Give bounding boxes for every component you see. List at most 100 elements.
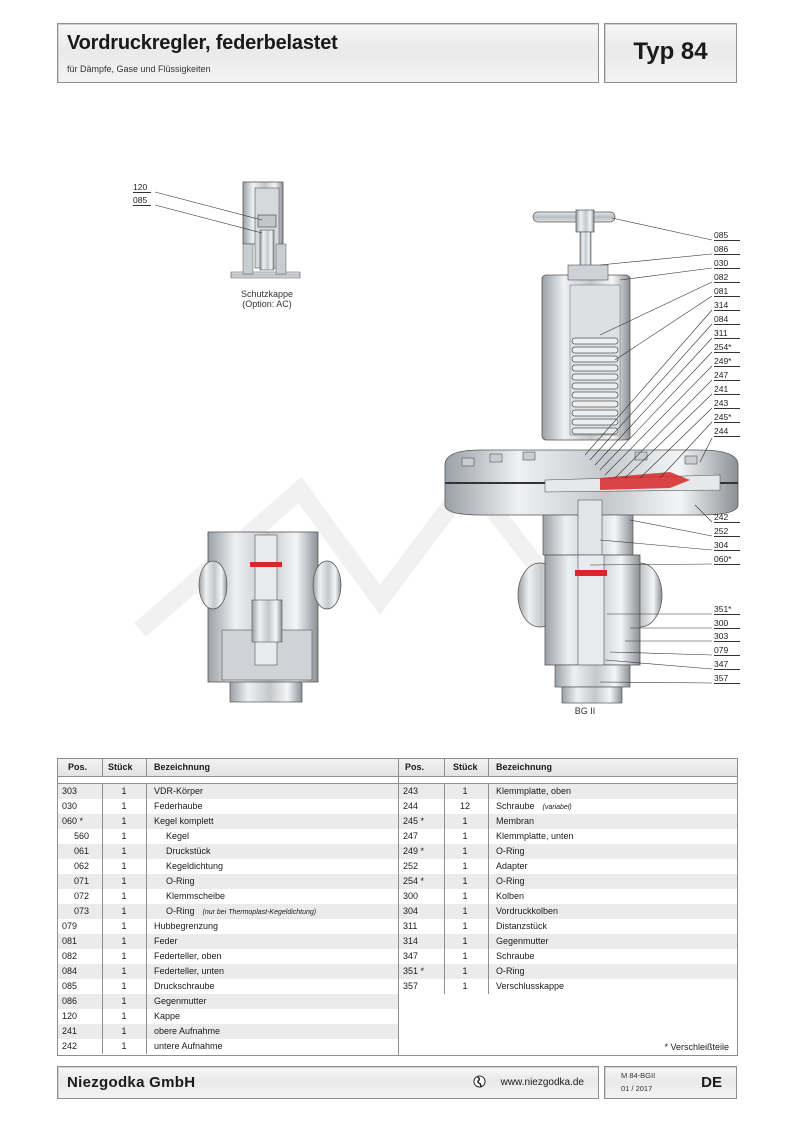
cell-pos: 062 [74, 861, 90, 871]
desc-text: O-Ring [166, 876, 195, 886]
website-link[interactable]: www.niezgodka.de [500, 1077, 584, 1088]
cell-qty: 1 [462, 846, 468, 856]
cell-desc: O-Ring [496, 964, 525, 979]
cell-qty: 1 [121, 921, 127, 931]
callout-label: 314 [714, 300, 740, 311]
cell-qty: 1 [462, 876, 468, 886]
callout-label: 082 [714, 272, 740, 283]
cell-qty: 1 [462, 906, 468, 916]
desc-note: (nur bei Thermoplast-Kegeldichtung) [202, 909, 317, 916]
header-pos-2: Pos. [405, 762, 425, 772]
callout-label: 244 [714, 426, 740, 437]
col-sep [102, 784, 103, 1054]
callout-label: 085 [133, 195, 152, 206]
callout-label: 079 [714, 645, 740, 656]
cell-qty: 1 [121, 786, 127, 796]
desc-text: Federteller, unten [154, 966, 225, 976]
document-date: 01 / 2017 [621, 1084, 653, 1093]
cell-desc: Hubbegrenzung [154, 919, 218, 934]
cell-pos: 252 [403, 861, 419, 871]
cell-desc: Membran [496, 814, 534, 829]
col-sep [146, 784, 147, 1054]
cell-desc: Federhaube [154, 799, 203, 814]
cell-qty: 1 [462, 951, 468, 961]
cell-pos: 085 [62, 981, 78, 991]
parts-table: Pos. Stück Bezeichnung Pos. Stück Bezeic… [57, 758, 738, 1056]
callout-label: 086 [714, 244, 740, 255]
company-name: Niezgodka GmbH [67, 1074, 196, 1091]
seal-highlight [575, 570, 607, 576]
cell-desc: Kegel komplett [154, 814, 214, 829]
desc-text: Druckschraube [154, 981, 215, 991]
cell-pos: 243 [403, 786, 419, 796]
cell-qty: 1 [121, 1041, 127, 1051]
desc-text: Gegenmutter [154, 996, 207, 1006]
desc-text: Vordruckkolben [496, 906, 559, 916]
footer-box: Niezgodka GmbH www.niezgodka.de [57, 1066, 599, 1099]
desc-text: Kegel komplett [154, 816, 214, 826]
cell-pos: 247 [403, 831, 419, 841]
cell-desc: Vordruckkolben [496, 904, 558, 919]
cell-pos: 061 [74, 846, 90, 856]
callout-label: 311 [714, 328, 740, 339]
col-sep [398, 759, 399, 1055]
cell-qty: 1 [121, 801, 127, 811]
callout-label: 085 [714, 230, 740, 241]
cell-desc: Verschlusskappe [496, 979, 564, 994]
cell-desc: Druckstück [154, 844, 211, 859]
table-row: 254 * 1 O-Ring [399, 874, 737, 889]
cell-pos: 311 [403, 921, 418, 931]
callout-label: 060* [714, 554, 740, 565]
cell-desc: untere Aufnahme [154, 1039, 223, 1054]
table-divider [58, 783, 737, 784]
cell-pos: 244 [403, 801, 419, 811]
header-qty-2: Stück [453, 762, 478, 772]
cell-qty: 1 [462, 966, 468, 976]
cell-desc: Federteller, oben [154, 949, 222, 964]
desc-text: Druckstück [166, 846, 211, 856]
cell-desc: Kegeldichtung [154, 859, 223, 874]
cell-qty: 1 [462, 891, 468, 901]
desc-text: Klemmplatte, unten [496, 831, 574, 841]
cell-qty: 1 [121, 846, 127, 856]
desc-text: Schraube [496, 801, 535, 811]
cell-desc: obere Aufnahme [154, 1024, 220, 1039]
cell-pos: 073 [74, 906, 90, 916]
col-sep [102, 759, 103, 776]
cell-desc: Federteller, unten [154, 964, 224, 979]
desc-text: Federteller, oben [154, 951, 222, 961]
cap-caption: Schutzkappe (Option: AC) [222, 289, 312, 309]
cell-qty: 1 [121, 906, 127, 916]
col-sep [444, 784, 445, 994]
callout-label: 030 [714, 258, 740, 269]
callout-label: 254* [714, 342, 740, 353]
desc-text: Klemmscheibe [166, 891, 226, 901]
desc-text: Feder [154, 936, 178, 946]
cell-qty: 1 [462, 816, 468, 826]
cell-pos: 245 * [403, 816, 425, 826]
header-qty: Stück [108, 762, 133, 772]
callout-label: 300 [714, 618, 740, 629]
cell-qty: 1 [121, 876, 127, 886]
membrane-highlight [600, 472, 690, 490]
header-desc: Bezeichnung [154, 762, 211, 772]
cell-qty: 1 [462, 981, 468, 991]
cell-desc: O-Ring [496, 874, 525, 889]
cell-pos: 303 [62, 786, 78, 796]
cell-pos: 300 [403, 891, 419, 901]
wear-parts-note: * Verschleißteile [664, 1042, 729, 1052]
cell-desc: Schraube [496, 949, 535, 964]
seal-highlight-2 [250, 562, 282, 567]
cell-pos: 254 * [403, 876, 425, 886]
